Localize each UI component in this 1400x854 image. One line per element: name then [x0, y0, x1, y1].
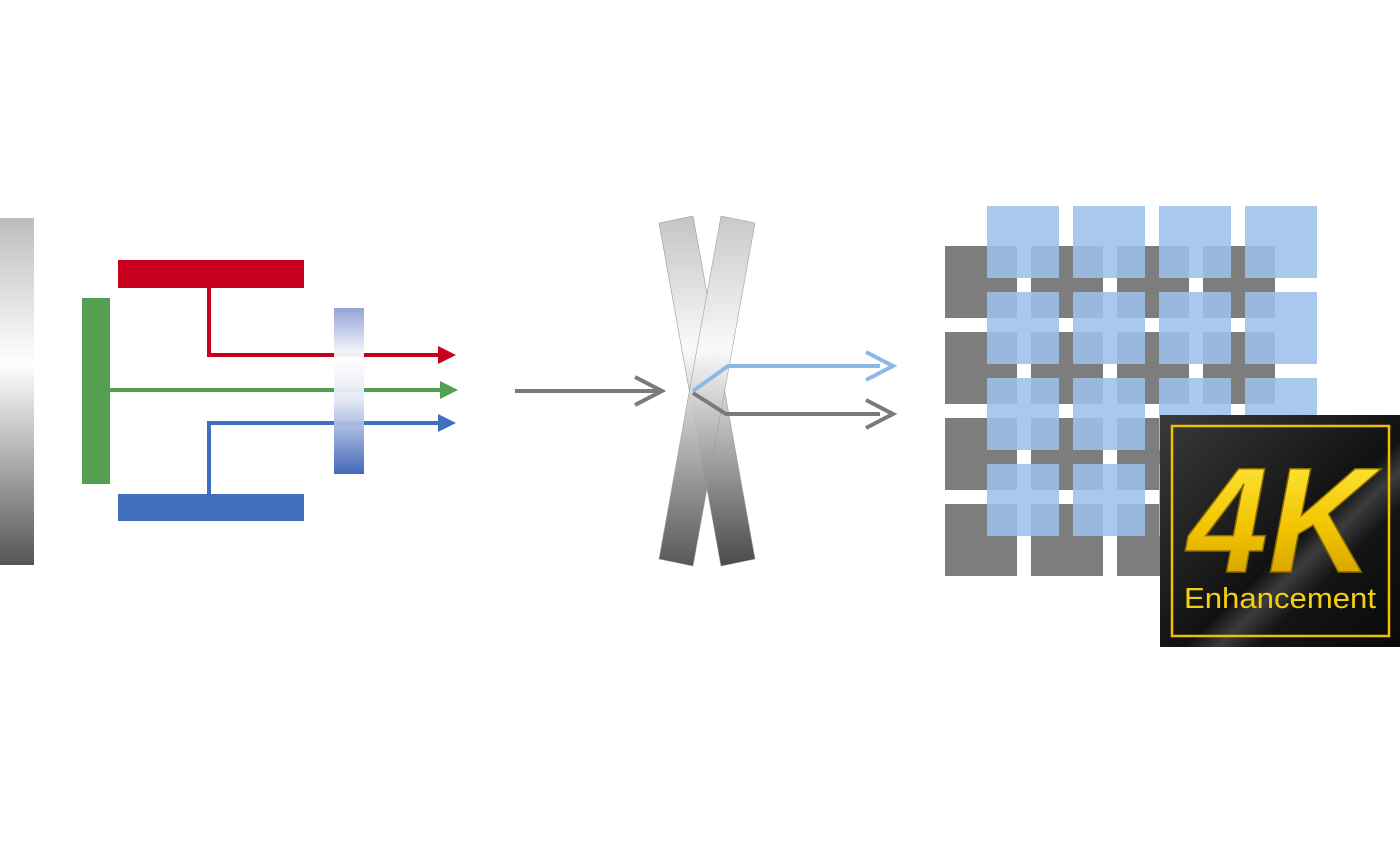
- green-panel: [82, 298, 110, 484]
- pixel-blue: [987, 464, 1059, 536]
- pixel-blue: [1245, 206, 1317, 278]
- pixel-blue: [1073, 292, 1145, 364]
- pixel-blue: [1245, 292, 1317, 364]
- lamp-bar-icon: [0, 218, 34, 565]
- blue-light-path: [207, 421, 440, 494]
- output-light-path: [691, 391, 880, 416]
- blue-panel: [118, 494, 304, 521]
- output-arrow-head: [865, 398, 898, 430]
- reflective-panel-icon: [658, 215, 898, 567]
- pixel-blue: [1159, 206, 1231, 278]
- pixel-blue: [987, 378, 1059, 450]
- badge-enhancement-text: Enhancement: [1184, 583, 1376, 615]
- red-arrow-head: [438, 346, 456, 364]
- reflected-light-path: [691, 364, 880, 393]
- red-light-path: [207, 288, 440, 357]
- red-panel: [118, 260, 304, 288]
- pixel-blue: [1073, 464, 1145, 536]
- prism-filter-bar: [334, 308, 364, 474]
- reflected-arrow-head: [865, 350, 898, 382]
- green-arrow-head: [440, 381, 458, 399]
- badge-4k-text: 4K: [1185, 436, 1382, 604]
- blue-arrow-head: [438, 414, 456, 432]
- pixel-blue: [1073, 378, 1145, 450]
- pixel-blue: [1073, 206, 1145, 278]
- pixel-blue: [987, 292, 1059, 364]
- 4k-enhancement-badge: 4K Enhancement: [1160, 415, 1400, 647]
- dichroic-mirror-icon: [82, 260, 458, 521]
- pixel-blue: [1159, 292, 1231, 364]
- pixel-blue: [987, 206, 1059, 278]
- arrow-right-icon: [515, 375, 667, 407]
